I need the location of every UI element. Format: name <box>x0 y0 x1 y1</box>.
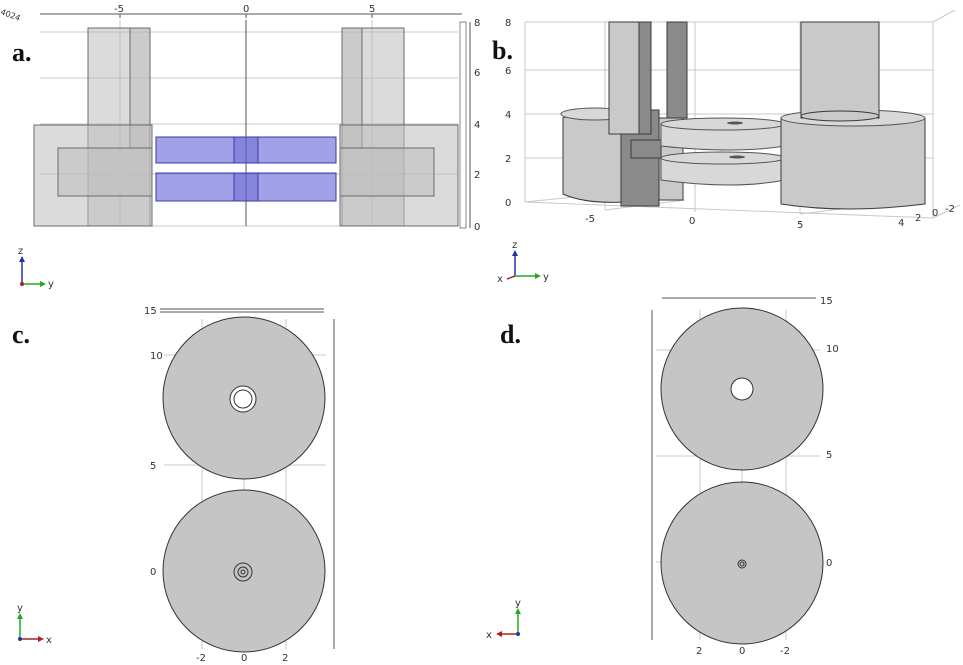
panel-c-view[interactable]: 15 10 5 0 -2 0 2 y x <box>0 295 480 665</box>
top-tick-label: -5 <box>114 4 124 15</box>
left-tick-label: 4 <box>505 110 511 121</box>
left-cut-magnet <box>560 21 688 207</box>
right-magnet-assembly <box>339 27 459 227</box>
left-tick-label: 2 <box>505 154 511 165</box>
left-tick-label: 0 <box>505 198 511 209</box>
panel-a-view[interactable]: -5 0 5 4024 8 6 4 2 0 <box>0 0 480 240</box>
left-tick-label: 8 <box>505 18 511 29</box>
right-tick-label: 10 <box>826 344 839 355</box>
panel-c-label: c. <box>12 320 31 349</box>
bottom-tick-label: -2 <box>196 653 206 664</box>
right-tick-label: 5 <box>826 450 832 461</box>
right-tick-label: 4 <box>474 120 480 131</box>
left-tick-label: 10 <box>150 351 163 362</box>
right-tick-label: 8 <box>474 18 480 29</box>
bottom-tick-label: -2 <box>780 646 790 657</box>
blue-discs <box>155 136 337 202</box>
panel-d-view[interactable]: 15 10 5 0 2 0 -2 y x <box>480 290 963 665</box>
bottom-tick-label: 0 <box>241 653 247 664</box>
bottom-tick-label: 0 <box>689 216 695 227</box>
right-tick-label: 4 <box>898 218 904 229</box>
left-tick-label: 5 <box>150 461 156 472</box>
axis-triad: z y x <box>497 240 549 285</box>
left-tick-label: 6 <box>505 66 511 77</box>
right-tick-label: -2 <box>945 204 955 215</box>
right-tick-label: 0 <box>474 222 480 233</box>
panel-b-label: b. <box>492 36 513 65</box>
axis-triad: y x <box>486 598 521 641</box>
triad-horizontal-label: y <box>48 279 54 290</box>
bottom-tick-label: 5 <box>797 220 803 231</box>
top-tick-label: 5 <box>369 4 375 15</box>
bottom-tick-label: 2 <box>696 646 702 657</box>
middle-discs <box>660 117 786 186</box>
right-tick-label: 0 <box>826 558 832 569</box>
bottom-tick-label: -5 <box>585 214 595 225</box>
triad-vertical-label: z <box>512 240 517 251</box>
triad-vertical-label: y <box>515 598 521 609</box>
bottom-tick-label: 2 <box>282 653 288 664</box>
triad-vertical-label: z <box>18 246 23 257</box>
corner-tick-label: 4024 <box>0 7 22 22</box>
panel-a-label: a. <box>12 38 32 67</box>
triad-horizontal-label: x <box>486 630 492 641</box>
triad-vertical-label: y <box>17 603 23 614</box>
corner-tick-label: 15 <box>820 296 833 307</box>
panel-b-view[interactable]: 8 6 4 2 0 -5 0 5 4 2 0 -2 <box>485 0 963 290</box>
lower-disc <box>660 481 824 645</box>
left-tick-label: 0 <box>150 567 156 578</box>
triad-horizontal-label: x <box>46 635 52 646</box>
triad-depth-label: x <box>497 274 503 285</box>
right-magnet <box>780 21 926 210</box>
corner-tick-label: 15 <box>144 306 157 317</box>
axis-triad: y x <box>17 603 52 646</box>
upper-disc <box>660 307 824 471</box>
top-tick-label: 0 <box>243 4 249 15</box>
upper-disc <box>162 316 326 480</box>
right-tick-label: 2 <box>474 170 480 181</box>
right-tick-label: 6 <box>474 68 480 79</box>
lower-disc <box>162 489 326 653</box>
panel-d-label: d. <box>500 320 521 349</box>
left-magnet-assembly <box>33 27 153 227</box>
panel-a-triad: z y <box>18 246 54 290</box>
bottom-tick-label: 0 <box>739 646 745 657</box>
triad-horizontal-label: y <box>543 272 549 283</box>
right-tick-label: 0 <box>932 208 938 219</box>
right-tick-label: 2 <box>915 213 921 224</box>
